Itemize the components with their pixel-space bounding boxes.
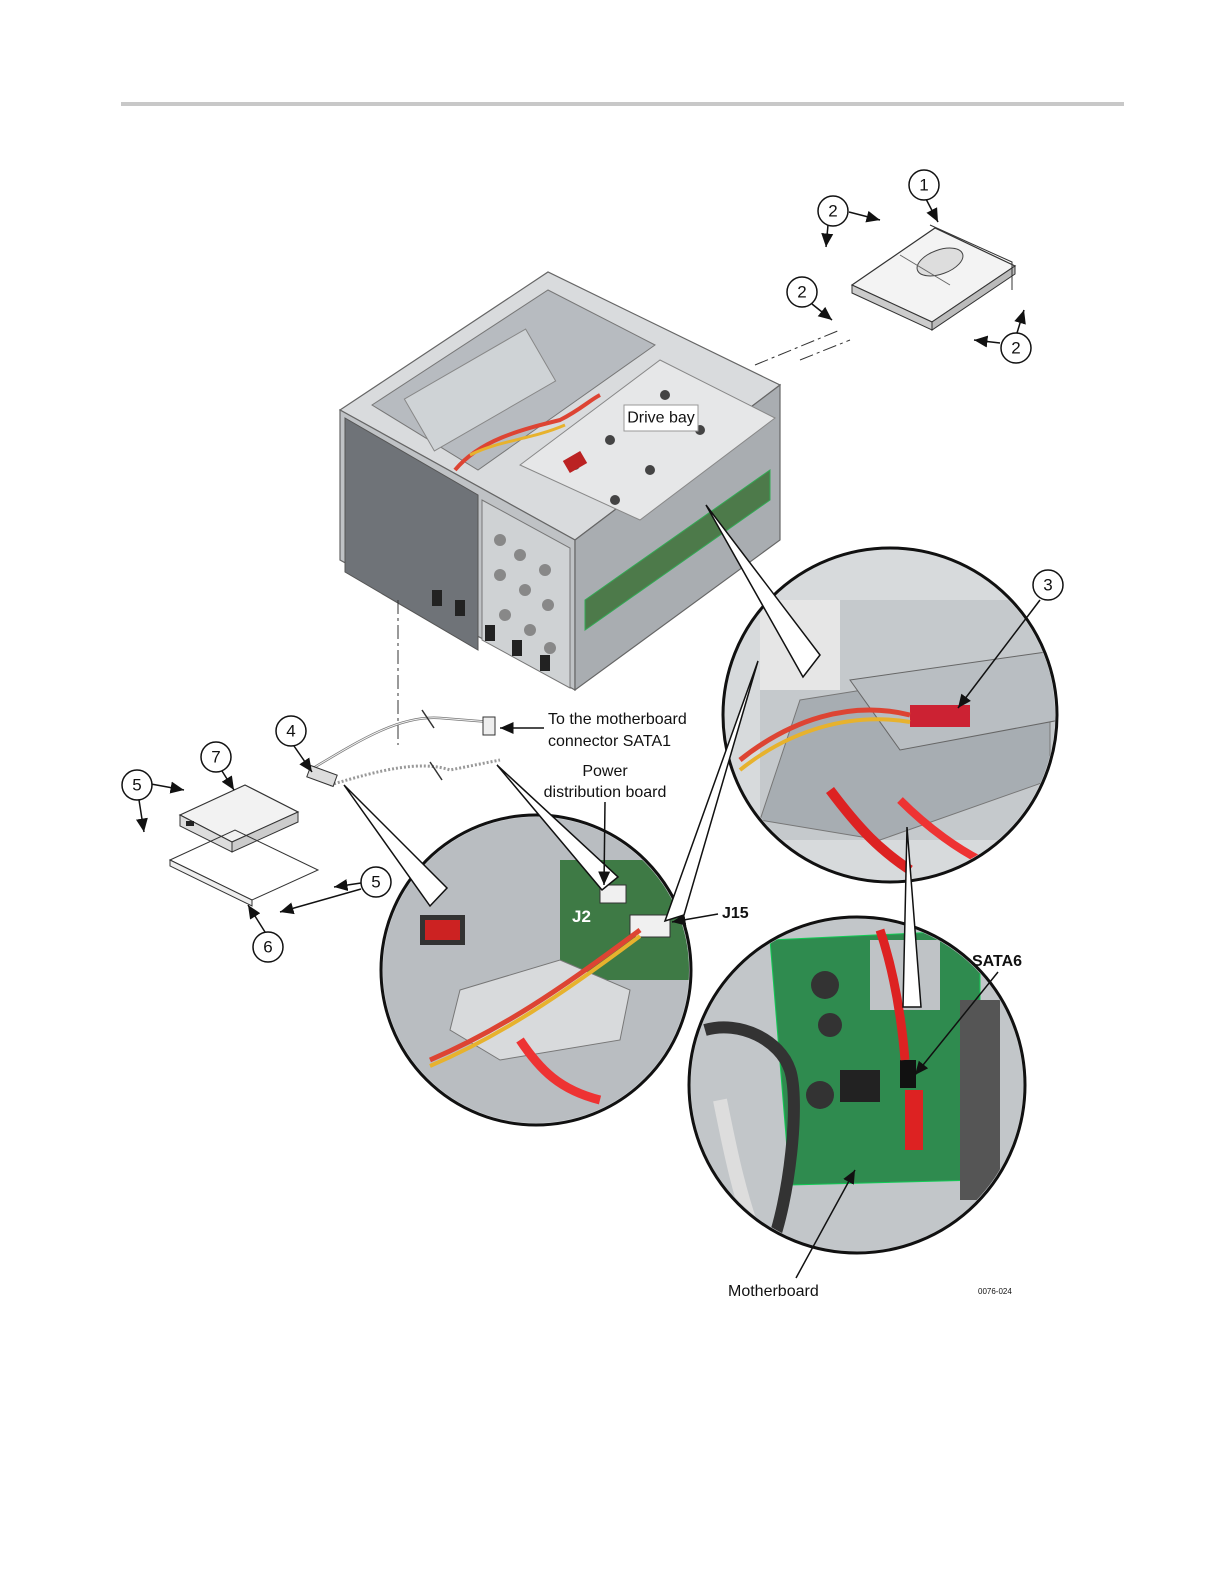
callout-1: 1 (909, 170, 939, 200)
svg-text:3: 3 (1043, 576, 1052, 595)
callout-2-top: 2 (818, 196, 848, 226)
callout-5-left: 5 (122, 770, 152, 800)
leader-2a (849, 212, 880, 220)
hard-drive-assembly (852, 225, 1015, 330)
leader-7 (222, 771, 234, 790)
callout-5-right: 5 (361, 867, 391, 897)
svg-text:6: 6 (263, 938, 272, 957)
svg-text:2: 2 (797, 283, 806, 302)
motherboard-label: Motherboard (728, 1283, 819, 1300)
svg-text:7: 7 (211, 748, 220, 767)
optical-drive-assembly (170, 785, 318, 906)
sata-cables (307, 710, 500, 786)
leader-5a-b (139, 800, 144, 832)
callout-7: 7 (201, 742, 231, 772)
power-label-line1: Power (582, 763, 628, 780)
leader-1 (926, 199, 938, 222)
sata6-label: SATA6 (972, 953, 1022, 970)
leader-2a-b (826, 225, 828, 247)
leader-5b-b (280, 889, 361, 912)
callout-2-middle: 2 (787, 277, 817, 307)
drive-bay-label-box: Drive bay (624, 405, 698, 431)
leader-2b (812, 304, 832, 320)
j2-label: J2 (572, 907, 591, 926)
drive-bay-label: Drive bay (627, 410, 695, 427)
svg-text:5: 5 (371, 873, 380, 892)
leader-6 (248, 905, 265, 932)
svg-text:1: 1 (919, 176, 928, 195)
leader-pdb (604, 802, 605, 885)
detail-circle-power-distribution (380, 815, 700, 1135)
instrument-chassis (340, 272, 780, 690)
leader-4 (294, 746, 312, 772)
callout-4: 4 (276, 716, 306, 746)
svg-text:4: 4 (286, 722, 295, 741)
to-motherboard-label-line2: connector SATA1 (548, 733, 671, 750)
callout-2-right: 2 (1001, 333, 1031, 363)
leader-2c (974, 340, 1000, 343)
svg-text:5: 5 (132, 776, 141, 795)
svg-text:2: 2 (1011, 339, 1020, 358)
to-motherboard-label-line1: To the motherboard (548, 711, 687, 728)
figure-id: 0076-024 (978, 1287, 1012, 1296)
callout-3: 3 (1033, 570, 1063, 600)
power-label-line2: distribution board (544, 784, 667, 801)
leader-5a (151, 784, 184, 790)
leader-2c-b (1017, 310, 1024, 333)
callout-6: 6 (253, 932, 283, 962)
leader-5b (334, 883, 361, 887)
j15-label: J15 (722, 905, 749, 922)
svg-text:2: 2 (828, 202, 837, 221)
